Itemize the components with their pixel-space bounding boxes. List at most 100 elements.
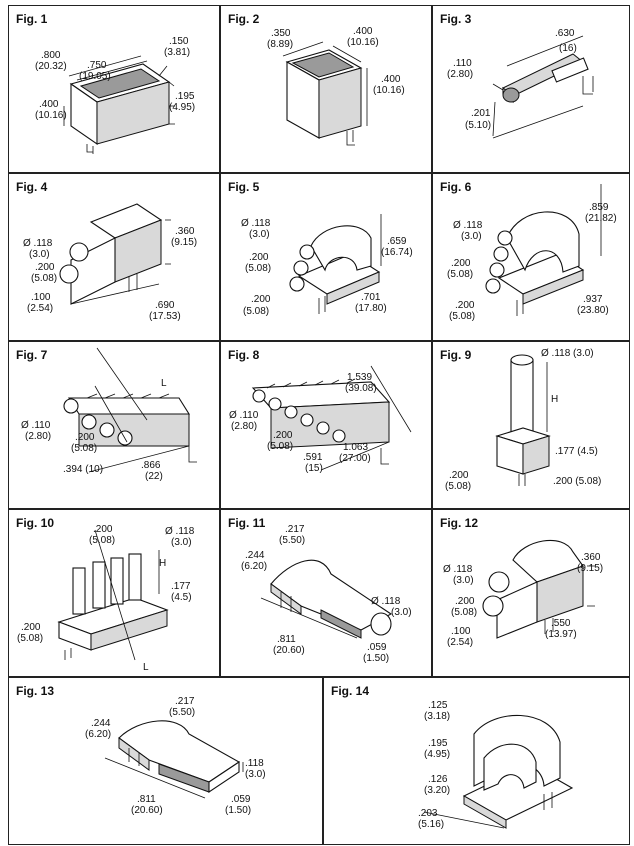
dim-label: (5.10) — [465, 120, 491, 131]
dim-label: (3.0) — [391, 607, 412, 618]
dim-label: .059 — [367, 642, 387, 653]
dim-label: (5.50) — [169, 707, 195, 718]
dim-label: Ø .118 — [371, 596, 401, 607]
dim-label: (1.50) — [363, 653, 389, 664]
dim-label: (5.08) — [449, 311, 475, 322]
dim-label: (2.80) — [447, 69, 473, 80]
dim-label: (10.16) — [373, 85, 405, 96]
dim-label: .690 — [155, 300, 175, 311]
dim-label: (5.08) — [71, 443, 97, 454]
dim-label: .200 — [35, 262, 55, 273]
figure-panel-11: Fig. 11 .217 (5.50) .244 (6.20) Ø .118 (… — [220, 509, 432, 677]
dim-label: .177 — [171, 581, 191, 592]
dim-label: 1.063 — [343, 442, 368, 453]
dim-label: (5.08) — [31, 273, 57, 284]
dim-label: .126 — [428, 774, 448, 785]
dim-label: (15) — [305, 463, 323, 474]
dim-label: (20.60) — [131, 805, 163, 816]
dim-label: (4.95) — [424, 749, 450, 760]
dim-label: (17.53) — [149, 311, 181, 322]
figure-panel-5: Fig. 5 Ø .118 (3.0) .659 (16.74) .200 (5… — [220, 173, 432, 341]
dim-label: (5.08) — [17, 633, 43, 644]
dim-label: .591 — [303, 452, 323, 463]
figure-title: Fig. 5 — [228, 180, 260, 194]
figure-title: Fig. 6 — [440, 180, 472, 194]
fig13-drawing: .217 (5.50) .244 (6.20) .118 (3.0) .811 … — [85, 696, 266, 816]
dim-label: (1.50) — [225, 805, 251, 816]
dim-label: .200 — [449, 470, 469, 481]
figure-panel-9: Fig. 9 Ø .118 (3.0) H .177 (4.5) .200 (5… — [432, 341, 630, 509]
figure-title: Fig. 11 — [228, 516, 266, 530]
dim-label: .659 — [387, 236, 407, 247]
dim-label: .125 — [428, 700, 448, 711]
fig7-drawing: L Ø .110 (2.80) .200 (5.08) .394 (10) .8… — [21, 347, 197, 482]
dim-label: .811 — [277, 634, 296, 645]
dim-label: (6.20) — [85, 729, 111, 740]
dim-label: (23.80) — [577, 305, 609, 316]
dim-label: (2.54) — [27, 303, 53, 314]
fig14-drawing: .125 (3.18) .195 (4.95) .126 (3.20) .203… — [418, 700, 574, 830]
dim-label: (13.97) — [545, 629, 577, 640]
dim-label: L — [161, 378, 167, 389]
dim-label: (9.15) — [171, 237, 197, 248]
dim-label: (16.74) — [381, 247, 413, 258]
dim-label: .400 — [381, 74, 401, 85]
dim-label: H — [159, 558, 166, 569]
dim-label: (5.08) — [89, 535, 115, 546]
figure-title: Fig. 4 — [16, 180, 48, 194]
dim-label: .217 — [285, 524, 305, 535]
fig9-drawing: Ø .118 (3.0) H .177 (4.5) .200 (5.08) .2… — [445, 348, 601, 492]
dim-label: .200 — [273, 430, 293, 441]
figure-title: Fig. 13 — [16, 684, 55, 698]
dim-label: .200 — [251, 294, 271, 305]
fig4-drawing: Ø .118 (3.0) .200 (5.08) .100 (2.54) .36… — [23, 203, 197, 322]
dim-label: (3.0) — [249, 229, 270, 240]
figure-title: Fig. 3 — [440, 12, 472, 26]
dim-label: (3.18) — [424, 711, 450, 722]
dim-label: .150 — [169, 36, 189, 47]
dim-label: .630 — [555, 28, 575, 39]
dim-label: .360 — [581, 552, 601, 563]
dim-label: (5.08) — [243, 306, 269, 317]
figure-panel-13: Fig. 13 .217 (5.50) .244 (6.20) .118 (3.… — [8, 677, 323, 845]
dim-label: .177 (4.5) — [555, 446, 598, 457]
dim-label: Ø .118 — [443, 564, 473, 575]
dim-label: (9.15) — [577, 563, 603, 574]
figure-title: Fig. 8 — [228, 348, 260, 362]
fig5-drawing: Ø .118 (3.0) .659 (16.74) .200 (5.08) .2… — [241, 214, 413, 317]
dim-label: .110 — [453, 58, 472, 69]
dim-label: (2.80) — [231, 421, 257, 432]
dim-label: (3.20) — [424, 785, 450, 796]
dim-label: (3.0) — [453, 575, 474, 586]
dim-label: .750 — [87, 60, 107, 71]
dim-label: (5.08) — [267, 441, 293, 452]
figure-panel-1: Fig. 1 .800 (20.32) .750 (19.05) .150 (3… — [8, 5, 220, 173]
dim-label: .244 — [245, 550, 265, 561]
dim-label: (5.08) — [245, 263, 271, 274]
figure-title: Fig. 10 — [16, 516, 55, 530]
fig3-drawing: .630 (16) .110 (2.80) .201 (5.10) — [447, 28, 594, 139]
dim-label: Ø .118 (3.0) — [541, 348, 594, 359]
dim-label: .400 — [353, 26, 373, 37]
dim-label: (2.80) — [25, 431, 51, 442]
dim-label: (2.54) — [447, 637, 473, 648]
dim-label: L — [143, 662, 149, 673]
figure-panel-3: Fig. 3 .630 (16) .110 (2.80) .201 (5.10) — [432, 5, 630, 173]
dim-label: Ø .110 — [21, 420, 51, 431]
dim-label: .100 — [451, 626, 471, 637]
dim-label: Ø .118 — [453, 220, 483, 231]
figure-panel-4: Fig. 4 Ø .118 (3.0) .200 (5.08) .100 (2.… — [8, 173, 220, 341]
dim-label: Ø .118 — [165, 526, 195, 537]
dim-label: Ø .118 — [23, 238, 53, 249]
fig1-drawing: .800 (20.32) .750 (19.05) .150 (3.81) .1… — [35, 36, 195, 154]
dim-label: .200 — [21, 622, 41, 633]
figure-panel-7: Fig. 7 L Ø .110 (2.80) .200 (5.08) .394 … — [8, 341, 220, 509]
dim-label: .360 — [175, 226, 195, 237]
dim-label: (19.05) — [79, 71, 111, 82]
dim-label: (27.00) — [339, 453, 371, 464]
dim-label: .200 — [93, 524, 113, 535]
dim-label: (20.60) — [273, 645, 305, 656]
dim-label: Ø .118 — [241, 218, 271, 229]
dim-label: .701 — [361, 292, 381, 303]
